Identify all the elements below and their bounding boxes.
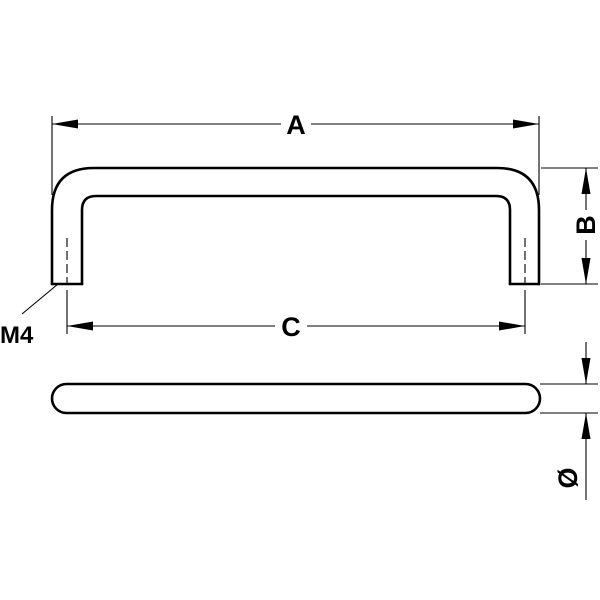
dimension-a-arrow-left xyxy=(52,119,78,129)
dimension-a: A xyxy=(51,108,540,195)
dimension-c-label-bg xyxy=(275,310,307,342)
thread-callout: M4 xyxy=(0,283,59,349)
diameter-label-bg xyxy=(554,462,582,494)
dimension-diameter: Ø xyxy=(540,342,598,500)
dimension-b-arrow-bottom xyxy=(581,258,591,284)
diameter-label: Ø xyxy=(553,467,583,488)
dimension-b: B xyxy=(541,167,600,285)
dimension-c: C xyxy=(66,290,526,342)
handle-side-view xyxy=(50,166,541,286)
handle-top-view xyxy=(50,382,542,415)
handle-bar-outline xyxy=(50,382,542,415)
dimension-c-label: C xyxy=(281,312,301,342)
handle-inner-contour xyxy=(80,194,512,286)
dimension-b-label: B xyxy=(571,215,600,235)
diameter-arrow-bottom xyxy=(581,413,591,439)
dimension-b-label-bg xyxy=(572,210,600,240)
dimension-c-arrow-left xyxy=(67,321,93,331)
thread-leader-line xyxy=(21,283,59,315)
dimension-a-label-bg xyxy=(281,108,311,140)
dimension-c-arrow-right xyxy=(499,321,525,331)
dimension-a-label: A xyxy=(286,110,306,140)
thread-label: M4 xyxy=(0,322,34,349)
diameter-arrow-top xyxy=(581,358,591,384)
handle-outer-contour xyxy=(50,166,541,286)
dimension-a-arrow-right xyxy=(513,119,539,129)
dimension-b-arrow-top xyxy=(581,168,591,194)
